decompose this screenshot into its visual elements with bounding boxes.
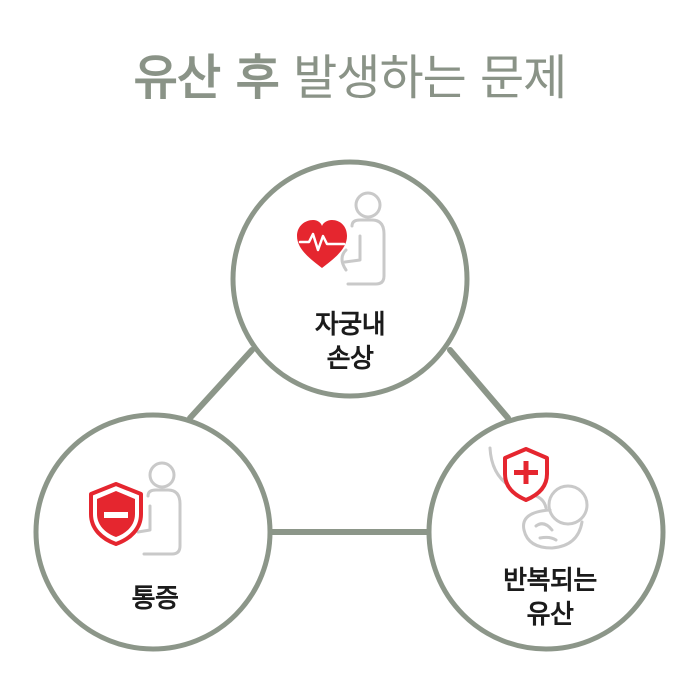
label-left-line1: 통증 — [55, 582, 255, 616]
label-right-line1: 반복되는 — [450, 564, 650, 598]
label-top-line1: 자궁내 — [250, 308, 450, 342]
shield-minus-icon — [91, 484, 141, 544]
connector-top-left — [190, 350, 252, 418]
label-top-line2: 손상 — [250, 342, 450, 376]
label-pain: 통증 — [55, 582, 255, 616]
shield-plus-icon — [505, 449, 547, 500]
label-uterine-damage: 자궁내 손상 — [250, 308, 450, 376]
label-recurrent-miscarriage: 반복되는 유산 — [450, 564, 650, 632]
connector-top-right — [450, 350, 508, 418]
label-right-line2: 유산 — [450, 598, 650, 632]
